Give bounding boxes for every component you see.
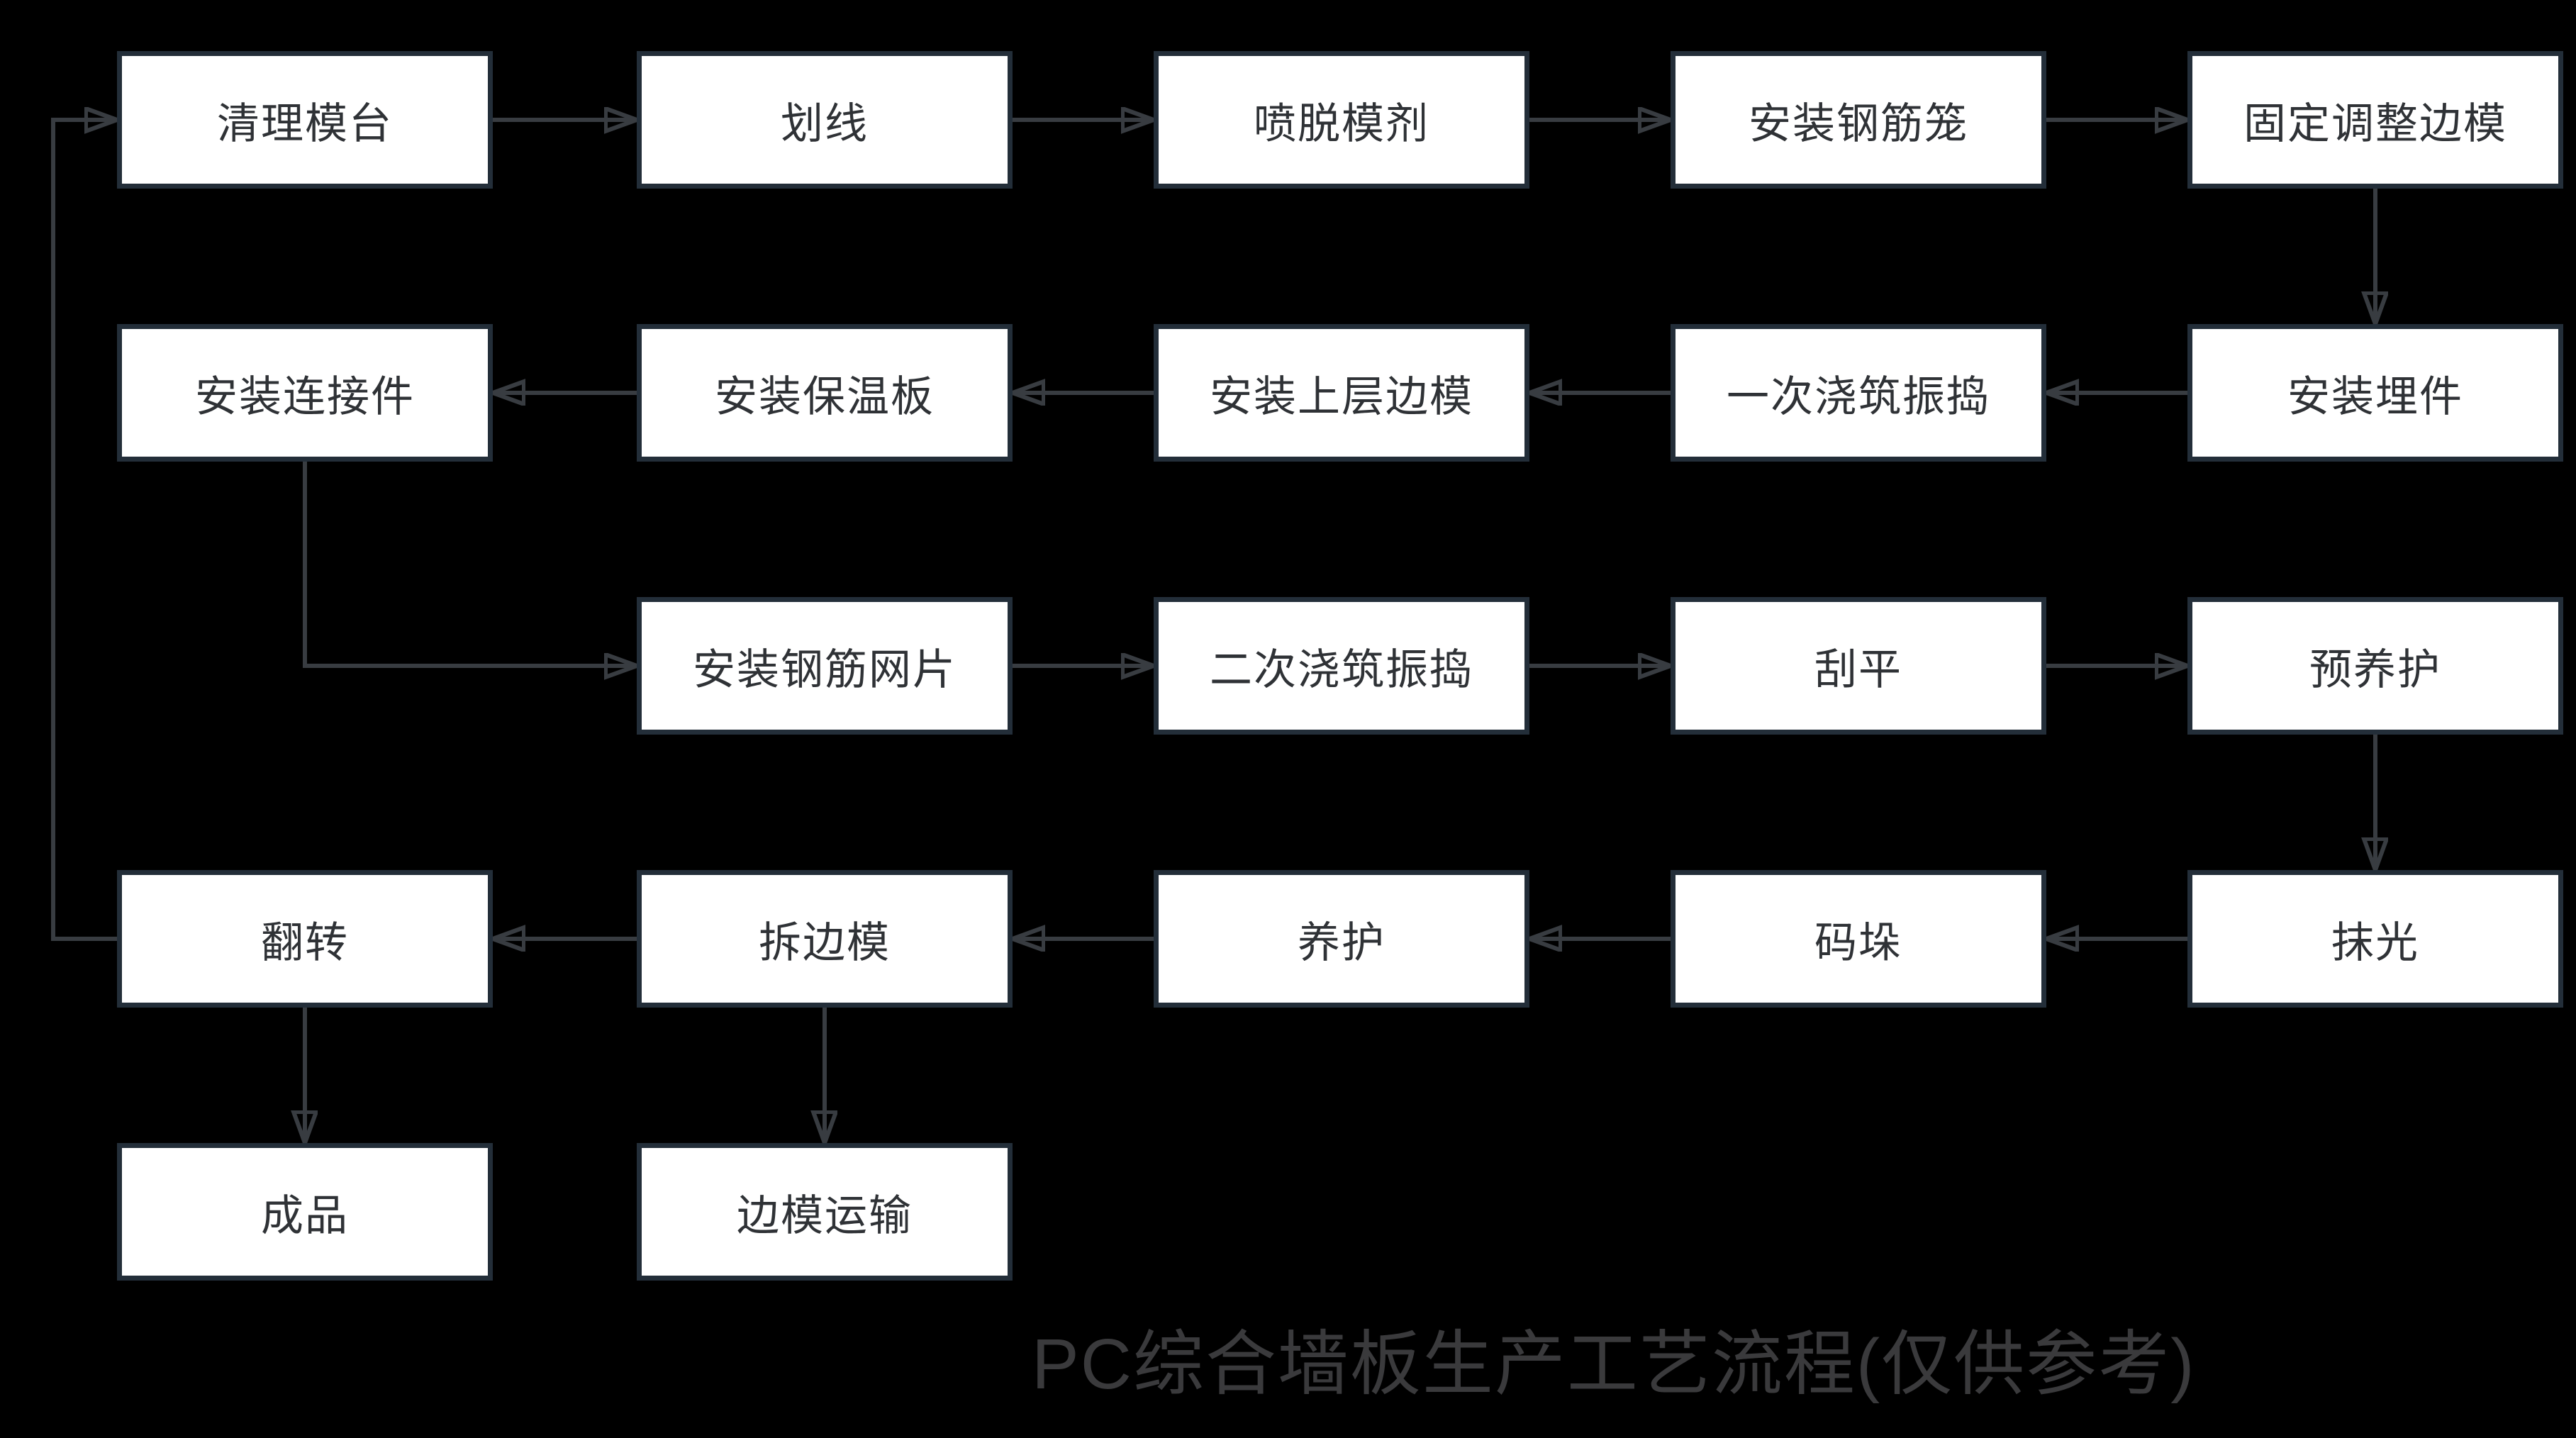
diagram-title: PC综合墙板生产工艺流程(仅供参考) — [1032, 1325, 2196, 1404]
node-finished-product: 成品 — [117, 1143, 493, 1281]
node-spray-release-agent: 喷脱模剂 — [1154, 51, 1529, 189]
node-install-rebar-mesh: 安装钢筋网片 — [637, 597, 1013, 735]
edge-install-connectors-to-install-rebar-mesh — [303, 462, 635, 666]
node-curing: 养护 — [1154, 870, 1529, 1008]
node-remove-side-forms: 拆边模 — [637, 870, 1013, 1008]
node-marking: 划线 — [637, 51, 1013, 189]
node-stacking: 码垛 — [1671, 870, 2046, 1008]
node-pre-curing: 预养护 — [2187, 597, 2563, 735]
node-first-pour-vibrate: 一次浇筑振捣 — [1671, 324, 2046, 462]
node-install-rebar-cage: 安装钢筋笼 — [1671, 51, 2046, 189]
node-screed-level: 刮平 — [1671, 597, 2046, 735]
node-trowel-finish: 抹光 — [2187, 870, 2563, 1008]
node-install-embedded-parts: 安装埋件 — [2187, 324, 2563, 462]
node-clean-mold-table: 清理模台 — [117, 51, 493, 189]
node-flip: 翻转 — [117, 870, 493, 1008]
node-install-insulation-board: 安装保温板 — [637, 324, 1013, 462]
node-install-upper-side-forms: 安装上层边模 — [1154, 324, 1529, 462]
node-install-connectors: 安装连接件 — [117, 324, 493, 462]
node-second-pour-vibrate: 二次浇筑振捣 — [1154, 597, 1529, 735]
node-fix-adjust-side-forms: 固定调整边模 — [2187, 51, 2563, 189]
node-side-form-transport: 边模运输 — [637, 1143, 1013, 1281]
edge-flip-to-clean-mold-table — [51, 120, 117, 941]
